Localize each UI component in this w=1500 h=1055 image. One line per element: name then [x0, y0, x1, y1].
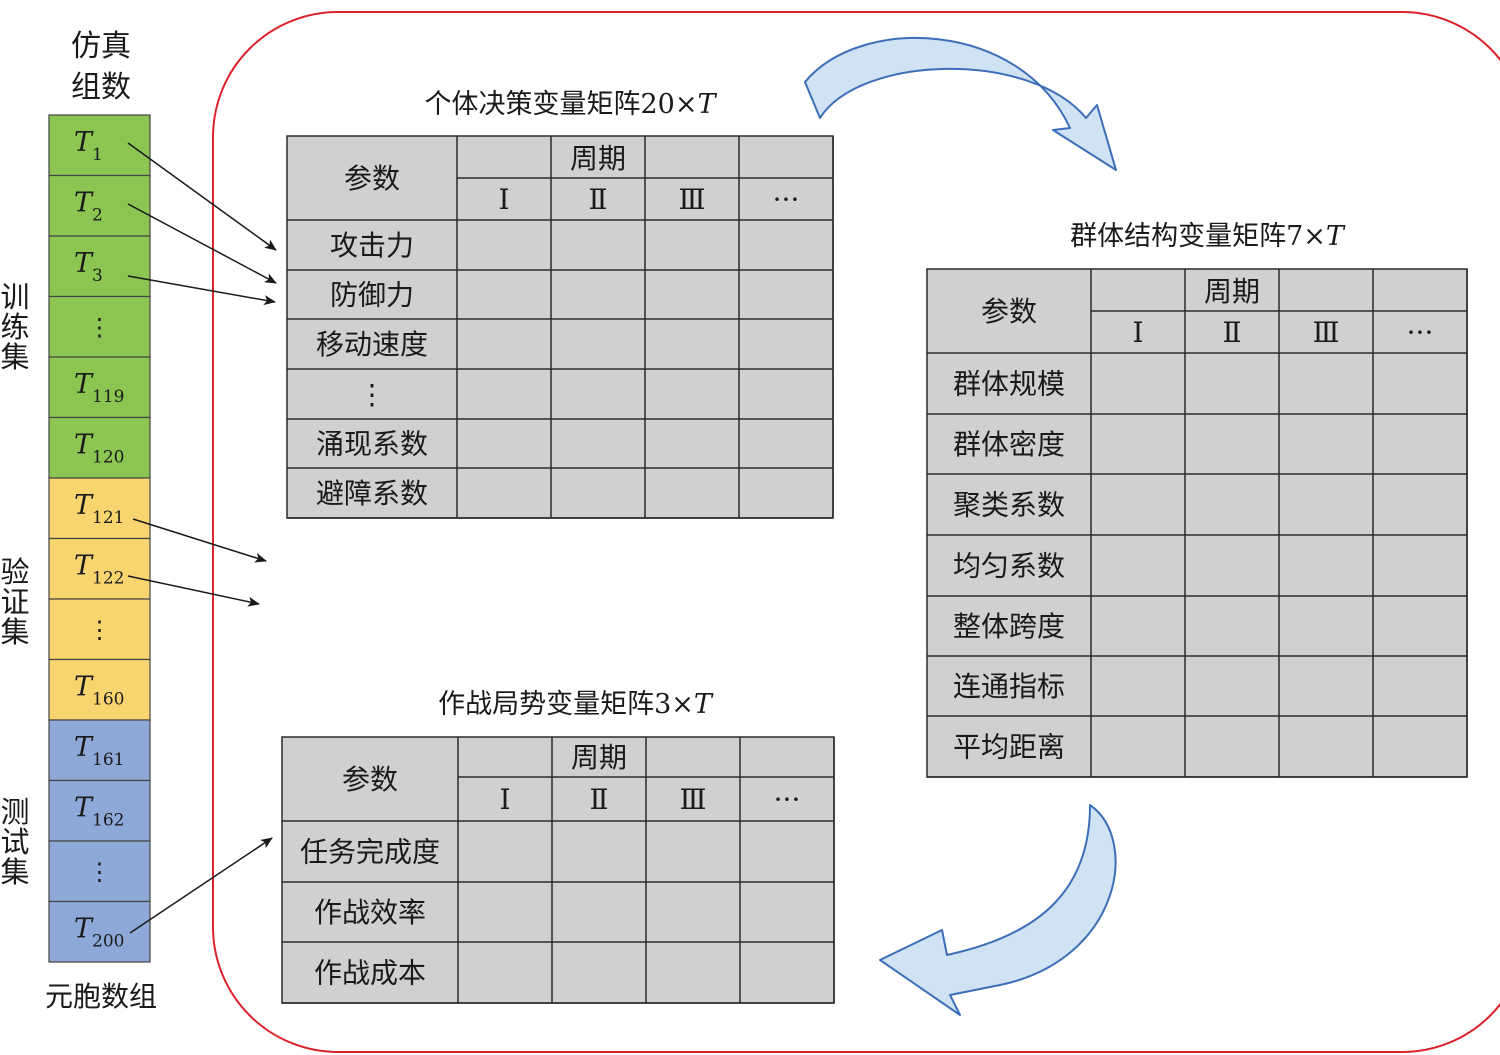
cell-array-item: [48, 598, 151, 661]
matrix-row-label: 平均距离: [953, 731, 1065, 764]
matrix-frame: [212, 11, 1500, 1053]
matrix-row-label: 聚类系数: [953, 489, 1065, 522]
cell-array-item: [48, 537, 151, 600]
matrix-row-label: 连通指标: [953, 670, 1065, 703]
test-label-char: 测: [0, 795, 29, 829]
matrix-row-label: 整体跨度: [953, 610, 1065, 643]
train-label-char: 练: [0, 310, 29, 344]
matrix-period-label: Ⅲ: [1312, 316, 1339, 349]
cell-array-ellipsis: ⋮: [88, 616, 112, 644]
train-label-char: 训: [0, 280, 29, 314]
matrix-period-label: ···: [773, 183, 800, 216]
cell-array-item-label: T120: [74, 430, 124, 468]
matrix-body: [286, 135, 834, 519]
matrix-row-label: 避障系数: [316, 477, 428, 510]
cell-array-item: [48, 658, 151, 721]
cell-array-item: [48, 174, 151, 237]
matrix-period-label: Ⅰ: [498, 183, 509, 216]
matrix-row-label: 作战成本: [314, 957, 426, 990]
cell-array-item-label: T2: [74, 188, 103, 226]
matrix-row-label: 移动速度: [316, 328, 428, 361]
matrix-row-label: 均匀系数: [953, 550, 1065, 583]
matrix-row-label: ⋮: [358, 378, 386, 411]
dataset-group-labels: 训 练 集 验 证 集 测 试 集: [0, 280, 29, 889]
individual-matrix-title-var: T: [697, 89, 717, 120]
group-structure-matrix-title: 群体结构变量矩阵7×T: [1070, 221, 1346, 252]
matrix-period-label: Ⅲ: [678, 183, 705, 216]
matrix-row-label: 任务完成度: [300, 836, 440, 869]
matrix-row-label: 群体规模: [953, 368, 1065, 401]
cell-array-item-label: T1: [74, 127, 103, 165]
mapping-arrows: [127, 142, 277, 934]
cell-array-item-label: T162: [74, 793, 124, 831]
cell-array-ellipsis: ⋮: [88, 858, 112, 886]
matrix-row-label: 攻击力: [330, 229, 414, 262]
matrix-param-header: 参数: [342, 763, 398, 796]
cell-array-item: [48, 477, 151, 540]
mapping-arrow: [129, 837, 273, 934]
column-title-line1: 仿真: [71, 29, 131, 64]
cell-array-item: [48, 295, 151, 358]
matrix-period-label: Ⅱ: [588, 183, 607, 216]
mapping-arrow: [127, 203, 277, 284]
group-structure-matrix-title-var: T: [1326, 221, 1346, 252]
test-label-char: 试: [0, 825, 29, 859]
cell-array-item-label: T161: [74, 732, 124, 770]
cell-array-item-label: T160: [74, 672, 124, 710]
cycle-arrow-top-icon: [804, 37, 1117, 171]
mapping-arrow: [127, 575, 260, 607]
cell-array-item: [48, 779, 151, 842]
matrix-param-header: 参数: [981, 295, 1037, 328]
cell-array-item-label: T121: [74, 490, 124, 528]
cell-array-item-label: T3: [74, 248, 103, 286]
matrix-period-label: ···: [774, 783, 801, 816]
matrix-period-label: Ⅰ: [1132, 316, 1143, 349]
combat-matrix-title-var: T: [694, 689, 714, 720]
matrix-row-label: 群体密度: [953, 428, 1065, 461]
cell-array-ellipsis: ⋮: [88, 314, 112, 342]
cycle-arrow-bottom-icon: [879, 804, 1117, 1016]
matrix-period-label: Ⅱ: [1222, 316, 1241, 349]
matrix-row-label: 作战效率: [314, 896, 426, 929]
matrix-period-header: 周期: [1204, 275, 1260, 308]
cell-array-item: [48, 356, 151, 419]
cell-array-item: [48, 235, 151, 298]
matrix-body: [281, 736, 835, 1004]
matrix-period-header: 周期: [571, 741, 627, 774]
combat-matrix-title: 作战局势变量矩阵3×T: [438, 689, 714, 720]
val-label-char: 证: [0, 585, 29, 619]
val-label-char: 集: [0, 615, 29, 649]
mapping-arrow: [132, 518, 267, 563]
cell-array-item: [48, 114, 151, 177]
matrix-row-label: 涌现系数: [316, 428, 428, 461]
mapping-arrow: [127, 275, 276, 306]
matrix-period-label: Ⅰ: [499, 783, 510, 816]
train-label-char: 集: [0, 340, 29, 374]
individual-matrix-title: 个体决策变量矩阵20×T: [425, 89, 718, 120]
cell-array-item: [48, 840, 151, 903]
matrix-period-header: 周期: [570, 142, 626, 175]
test-label-char: 集: [0, 855, 29, 889]
column-footer: 元胞数组: [45, 980, 157, 1013]
cell-array-item: [48, 719, 151, 782]
mapping-arrow: [127, 142, 277, 251]
cell-array-item-label: T119: [74, 369, 124, 407]
cell-array-item-label: T122: [74, 551, 124, 589]
matrix-param-header: 参数: [344, 162, 400, 195]
column-title-line2: 组数: [71, 70, 131, 105]
matrix-period-label: Ⅲ: [679, 783, 706, 816]
val-label-char: 验: [0, 555, 29, 589]
matrix-row-label: 防御力: [330, 279, 414, 312]
matrix-period-label: ···: [1407, 316, 1434, 349]
matrix-period-label: Ⅱ: [589, 783, 608, 816]
cycle-arrows: [804, 37, 1117, 1016]
cell-array-item-label: T200: [74, 914, 124, 952]
